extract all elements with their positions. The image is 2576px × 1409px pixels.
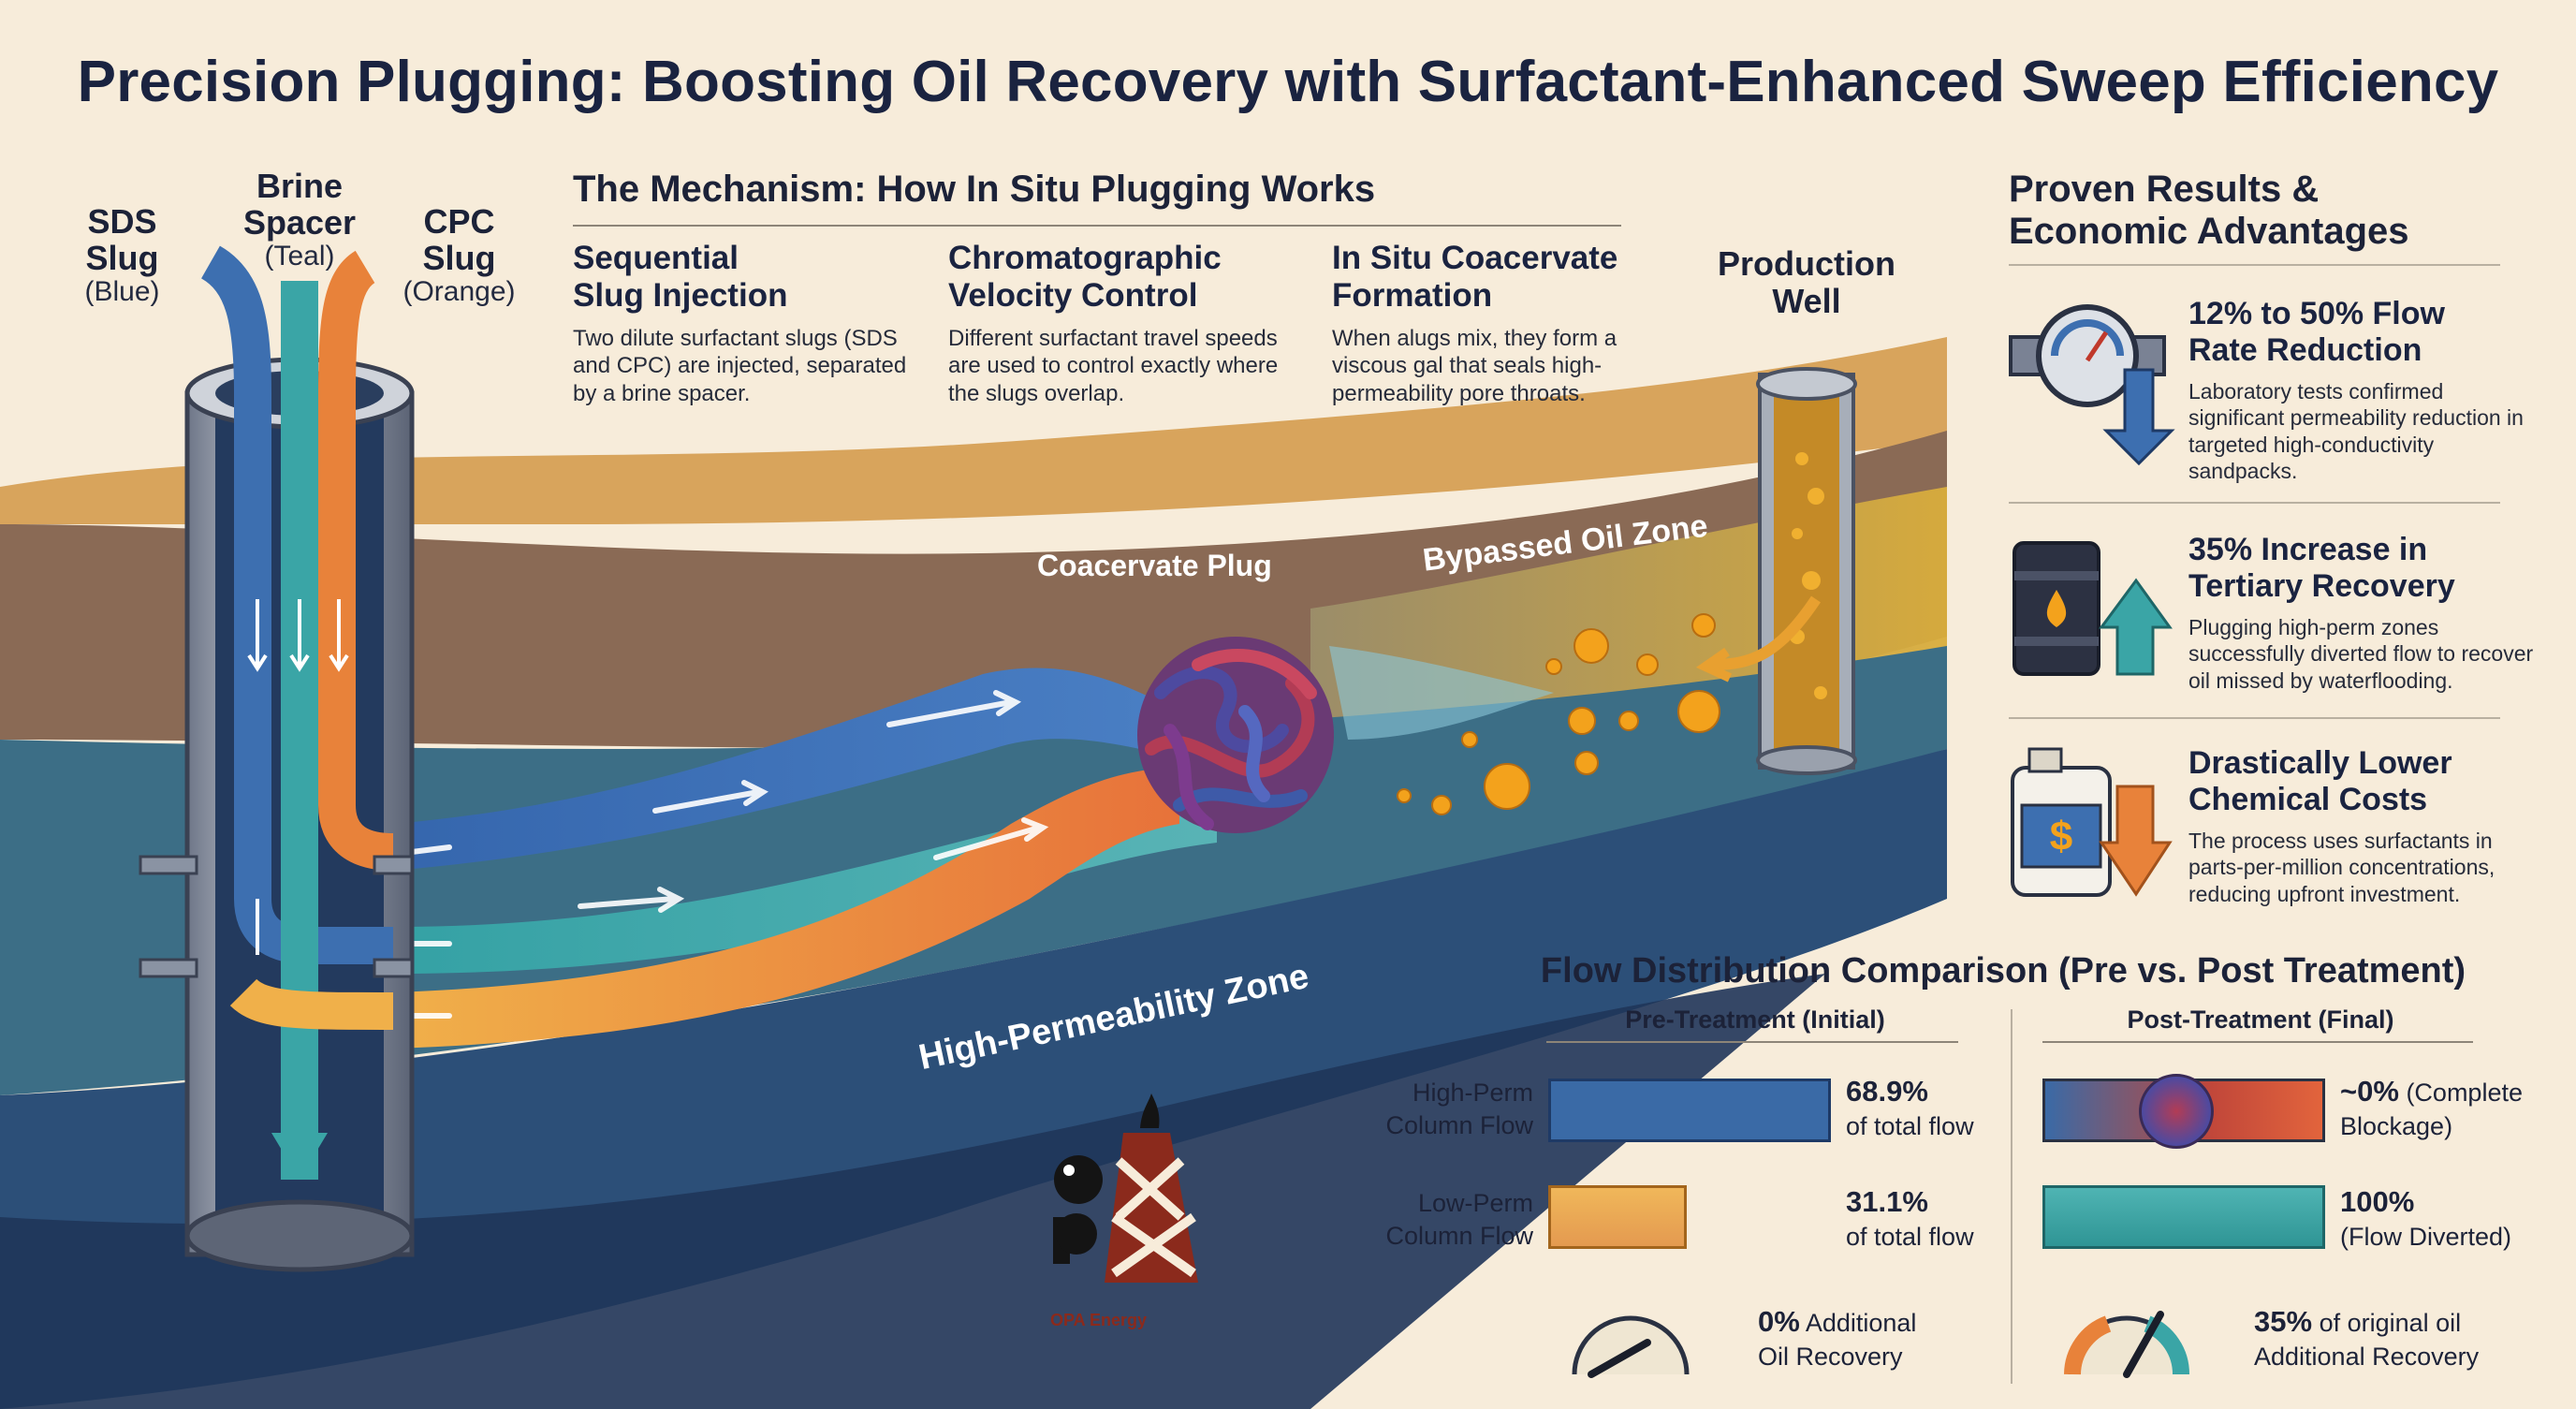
result-body: Plugging high-perm zones successfully di… [2188, 614, 2534, 693]
result-body: Laboratory tests confirmed significant p… [2188, 378, 2524, 484]
brine-color-note: (Teal) [264, 240, 335, 272]
pre-low-perm-value: 31.1% of total flow [1846, 1183, 1974, 1253]
post-gauge-note: of original oil Additional Recovery [2254, 1309, 2480, 1371]
oil-barrel-icon [2012, 541, 2173, 676]
main-title: Precision Plugging: Boosting Oil Recover… [77, 50, 2499, 114]
result-heading: 35% Increase in Tertiary Recovery [2188, 532, 2455, 604]
post-high-value: ~0% [2340, 1075, 2399, 1108]
post-high-note: (Complete Blockage) [2340, 1079, 2523, 1140]
production-well-graphic [1695, 367, 1857, 775]
oil-droplets [1397, 613, 1720, 815]
result-tertiary-recovery: 35% Increase in Tertiary Recovery Pluggi… [2188, 532, 2544, 694]
logo-text: OPA Energy [1050, 1311, 1148, 1329]
post-low-perm-value: 100% (Flow Diverted) [2340, 1183, 2511, 1253]
sds-color-note: (Blue) [84, 275, 160, 307]
pre-recovery-value: 0% Additional Oil Recovery [1758, 1303, 1916, 1372]
post-treatment-divider [2042, 1041, 2473, 1043]
column-divider [2011, 1009, 2012, 1384]
pre-low-note: of total flow [1846, 1222, 1974, 1251]
step-heading: Chromatographic Velocity Control [948, 240, 1222, 314]
post-treatment-title: Post-Treatment (Final) [2127, 1005, 2394, 1034]
low-perm-label: Low-Perm Column Flow [1385, 1189, 1533, 1250]
step-body: Different surfactant travel speeds are u… [948, 326, 1279, 406]
step-heading: In Situ Coacervate Formation [1332, 240, 1618, 314]
coacervate-plug-label: Coacervate Plug [1037, 549, 1272, 582]
svg-text:$: $ [2050, 814, 2072, 859]
step-heading: Sequential Slug Injection [573, 240, 788, 314]
injection-well-graphic [139, 245, 415, 1272]
mechanism-step-1: Sequential Slug Injection Two dilute sur… [573, 240, 919, 407]
post-gauge-value: 35% [2254, 1305, 2313, 1338]
navy-stratum [0, 974, 1825, 1409]
pre-treatment-divider [1546, 1041, 1958, 1043]
result-heading: Drastically Lower Chemical Costs [2188, 745, 2452, 817]
production-well-label: Production Well [1718, 244, 1895, 320]
pre-low-value: 31.1% [1846, 1185, 1928, 1218]
brine-spacer-label: Brine Spacer (Teal) [239, 167, 360, 272]
mechanism-step-3: In Situ Coacervate Formation When alugs … [1332, 240, 1650, 407]
sds-stream [393, 668, 1179, 871]
result-flow-reduction: 12% to 50% Flow Rate Reduction Laborator… [2188, 296, 2544, 485]
step-body: Two dilute surfactant slugs (SDS and CPC… [573, 326, 907, 406]
results-divider [2009, 717, 2500, 719]
flow-arrows [409, 690, 1049, 1019]
post-high-perm-bar [2042, 1074, 2325, 1149]
coacervate-blockage-icon [2139, 1074, 2214, 1149]
cpc-slug-title: CPC Slug [422, 202, 496, 277]
sds-slug-label: SDS Slug (Blue) [73, 202, 171, 307]
result-body: The process uses surfactants in parts-pe… [2188, 828, 2496, 906]
pressure-gauge-icon [2009, 304, 2175, 466]
sand-stratum [0, 337, 1947, 524]
cpc-stream [393, 768, 1179, 1049]
pre-high-perm-bar [1548, 1079, 1831, 1142]
post-recovery-gauge [2064, 1311, 2190, 1378]
pre-gauge-value: 0% [1758, 1305, 1800, 1338]
post-low-value: 100% [2340, 1185, 2415, 1218]
mechanism-step-2: Chromatographic Velocity Control Differe… [948, 240, 1295, 407]
flow-comparison-title: Flow Distribution Comparison (Pre vs. Po… [1540, 951, 2466, 991]
post-low-note: (Flow Diverted) [2340, 1222, 2512, 1251]
mechanism-title: The Mechanism: How In Situ Plugging Work… [573, 169, 1376, 210]
mechanism-divider [573, 225, 1621, 227]
step-body: When alugs mix, they form a viscous gal … [1332, 326, 1617, 406]
pre-high-value: 68.9% [1846, 1075, 1928, 1108]
result-chemical-costs: Drastically Lower Chemical Costs The pro… [2188, 745, 2544, 907]
brine-spacer-title: Brine Spacer [242, 167, 357, 242]
pre-high-note: of total flow [1846, 1111, 1974, 1140]
cpc-color-note: (Orange) [402, 275, 516, 307]
pre-treatment-title: Pre-Treatment (Initial) [1625, 1005, 1885, 1034]
coacervate-plug-graphic [1137, 637, 1334, 833]
pre-low-perm-bar [1548, 1185, 1687, 1249]
results-title: Proven Results & Economic Advantages [2009, 169, 2409, 252]
diverted-flow [1329, 646, 1554, 740]
post-low-perm-bar [2042, 1185, 2325, 1249]
high-perm-label: High-Perm Column Flow [1385, 1079, 1533, 1139]
opa-energy-logo [1053, 1093, 1198, 1283]
result-heading: 12% to 50% Flow Rate Reduction [2188, 296, 2445, 368]
post-high-perm-value: ~0% (Complete Blockage) [2340, 1073, 2523, 1142]
post-recovery-value: 35% of original oil Additional Recovery [2254, 1303, 2479, 1372]
sds-slug-title: SDS Slug [85, 202, 159, 277]
pre-recovery-gauge [1572, 1315, 1690, 1378]
results-divider [2009, 264, 2500, 266]
results-divider [2009, 502, 2500, 504]
pre-high-perm-value: 68.9% of total flow [1846, 1073, 1974, 1142]
chemical-jug-icon: $ [2011, 747, 2173, 897]
pre-gauge-note: Additional Oil Recovery [1758, 1309, 1917, 1371]
cpc-slug-label: CPC Slug (Orange) [401, 202, 518, 307]
